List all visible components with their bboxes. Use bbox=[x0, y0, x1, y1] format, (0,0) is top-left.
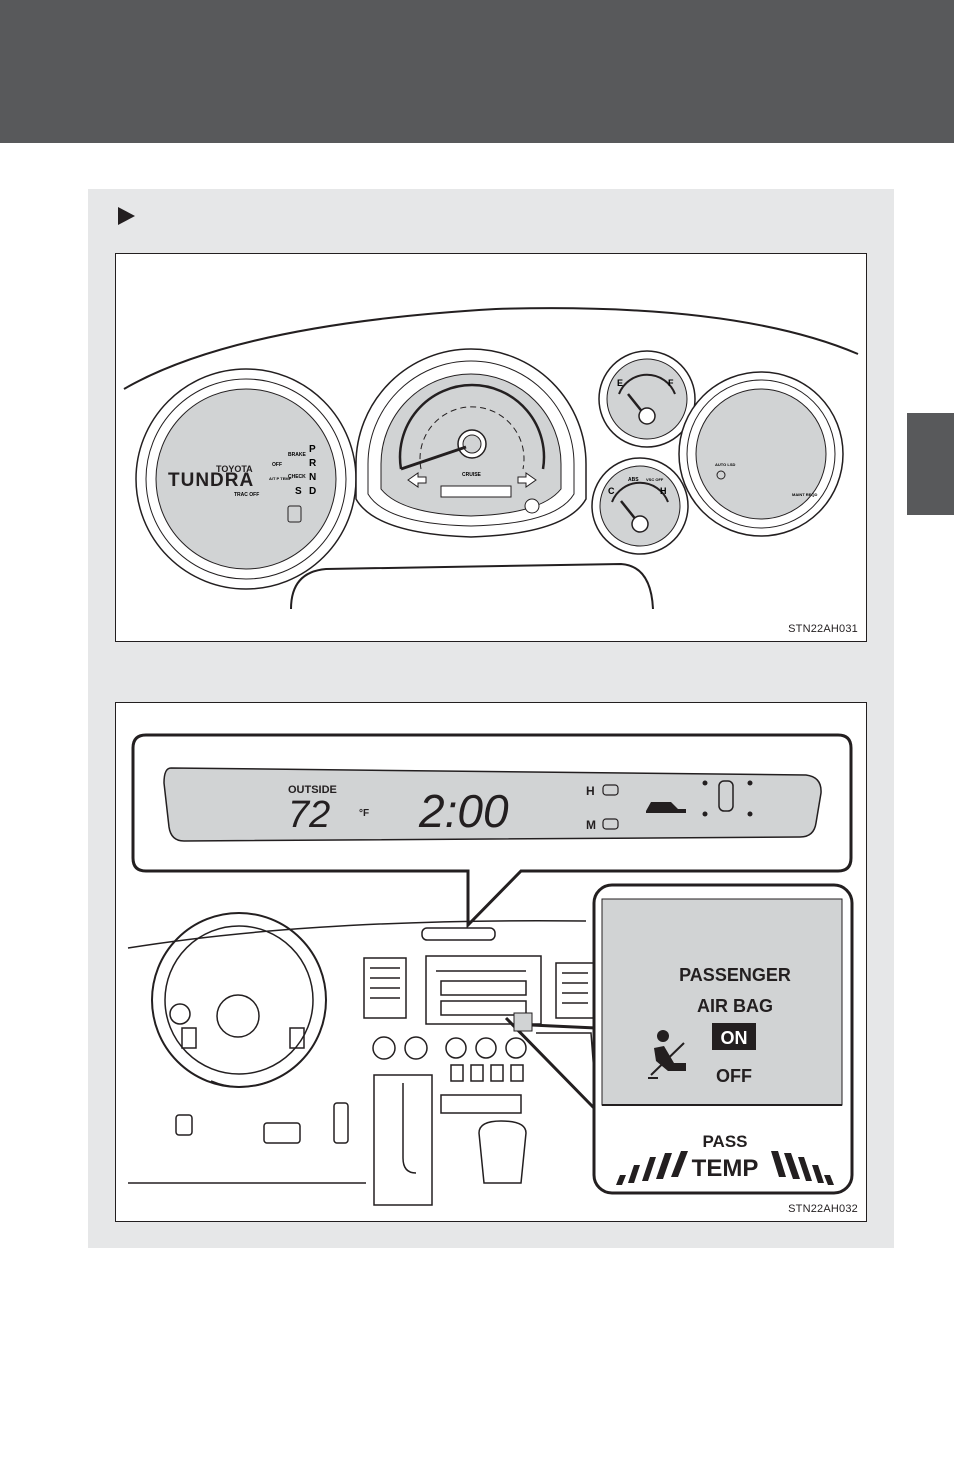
figure-code: STN22AH032 bbox=[788, 1203, 858, 1215]
check-label: CHECK bbox=[288, 474, 306, 480]
brand-label: TUNDRA bbox=[168, 470, 254, 491]
auto-lsd-label: AUTO LSD bbox=[715, 462, 735, 467]
off-label: OFF bbox=[272, 462, 282, 468]
gear-s: S bbox=[295, 486, 302, 497]
passenger-label: PASSENGER bbox=[679, 965, 791, 985]
header-band bbox=[0, 0, 954, 143]
hour-button-label: H bbox=[586, 784, 595, 798]
car-key-icon bbox=[646, 802, 686, 813]
on-badge bbox=[712, 1023, 756, 1050]
minute-button-label: M bbox=[586, 818, 596, 832]
off-label: OFF bbox=[716, 1066, 752, 1086]
left-gauge: TOYOTA TUNDRA P R N D S BRAKE CHECK OFF … bbox=[135, 368, 357, 590]
fuel-empty-label: E bbox=[617, 378, 623, 388]
seatbelt-passenger-icon bbox=[648, 1030, 686, 1079]
gear-n: N bbox=[309, 472, 316, 483]
figure-code: STN22AH031 bbox=[788, 623, 858, 635]
air-bag-label: AIR BAG bbox=[697, 996, 773, 1016]
gear-p: P bbox=[309, 444, 316, 455]
temp-scale-right bbox=[771, 1151, 834, 1185]
instrument-cluster-figure: TOYOTA TUNDRA P R N D S BRAKE CHECK OFF … bbox=[115, 253, 867, 642]
right-turn-icon bbox=[517, 472, 537, 488]
temp-label: TEMP bbox=[692, 1155, 759, 1182]
temp-hot-label: H bbox=[660, 486, 667, 496]
temp-scale-left bbox=[616, 1151, 688, 1185]
clock-time: 2:00 bbox=[418, 785, 509, 837]
outside-label: OUTSIDE bbox=[288, 784, 337, 796]
maint-reqd-label: MAINT REQD bbox=[792, 492, 817, 497]
temperature-unit: °F bbox=[359, 808, 369, 819]
trip-knob bbox=[524, 498, 540, 514]
airbag-indicator-callout: PASSENGER AIR BAG ON OFF PASS TEMP bbox=[592, 883, 854, 1195]
left-turn-icon bbox=[407, 472, 427, 488]
seat-layout-icon bbox=[718, 780, 734, 812]
tire-pressure-icon bbox=[716, 470, 726, 480]
section-arrow-icon bbox=[118, 207, 135, 225]
vsc-label: VSC OFF bbox=[646, 477, 664, 482]
fuel-gauge: E F bbox=[598, 350, 696, 448]
cruise-label: CRUISE bbox=[462, 472, 482, 478]
chapter-tab bbox=[907, 413, 954, 515]
gear-r: R bbox=[309, 458, 317, 469]
atf-temp-label: A/T P TEMP bbox=[269, 476, 292, 481]
clock-airbag-figure: OUTSIDE 72 °F 2:00 H M bbox=[115, 702, 867, 1222]
minute-button-icon bbox=[602, 818, 619, 830]
odometer-display bbox=[440, 485, 512, 498]
temp-gauge: C H ABS VSC OFF bbox=[591, 457, 689, 555]
dashboard-line-art bbox=[127, 912, 595, 1206]
dashboard-illustration: OUTSIDE 72 °F 2:00 H M bbox=[127, 733, 854, 1206]
indicator-square bbox=[287, 505, 302, 523]
speedometer: CRUISE bbox=[355, 348, 587, 538]
pass-label: PASS bbox=[702, 1132, 747, 1151]
hour-button-icon bbox=[602, 784, 619, 796]
brake-label: BRAKE bbox=[288, 452, 306, 458]
on-label: ON bbox=[721, 1028, 748, 1048]
abs-label: ABS bbox=[628, 477, 639, 483]
instrument-cluster-illustration: TOYOTA TUNDRA P R N D S BRAKE CHECK OFF … bbox=[123, 307, 859, 610]
trac-off-label: TRAC OFF bbox=[234, 492, 259, 498]
fuel-full-label: F bbox=[668, 378, 674, 388]
temp-cold-label: C bbox=[608, 486, 615, 496]
gear-d: D bbox=[309, 486, 316, 497]
right-gauge: AUTO LSD MAINT REQD bbox=[678, 371, 844, 537]
brand-top-label: TOYOTA bbox=[216, 464, 253, 474]
outside-temperature: 72 bbox=[288, 794, 330, 836]
